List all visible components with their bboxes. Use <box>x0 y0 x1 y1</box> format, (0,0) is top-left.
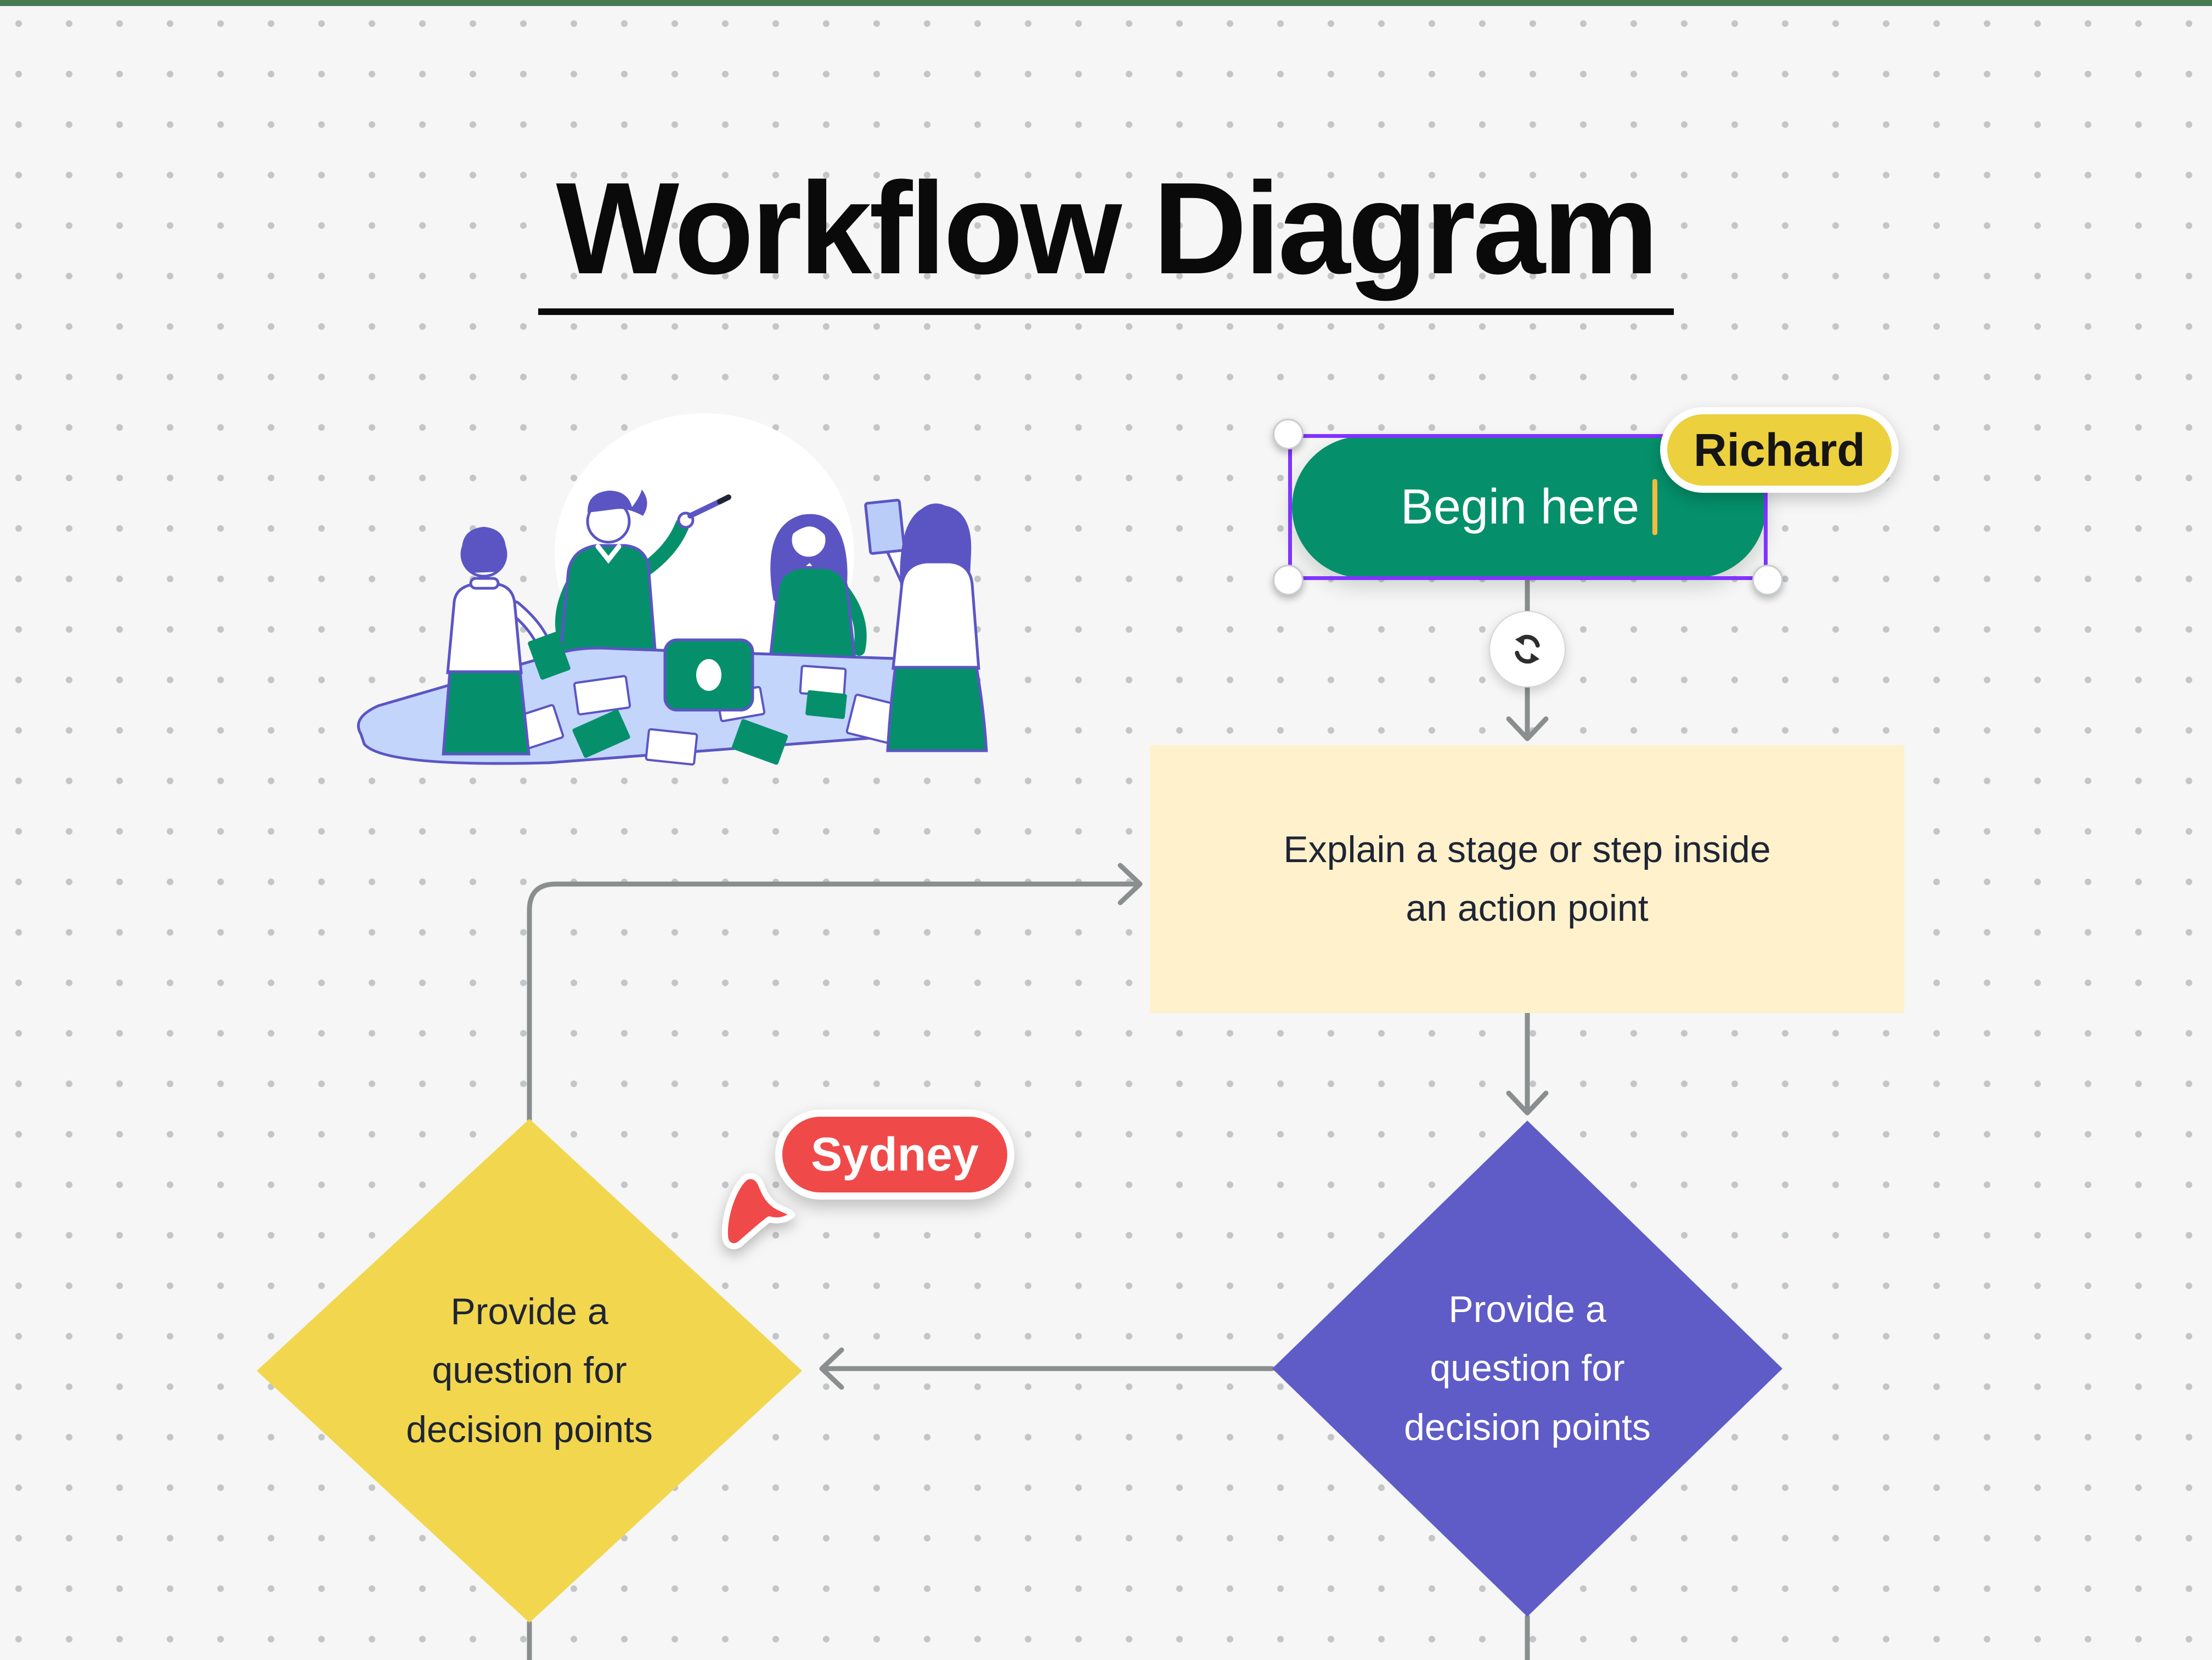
start-node[interactable]: Begin here <box>1292 436 1766 578</box>
person-back-left <box>442 527 571 756</box>
text-cursor <box>1652 479 1658 535</box>
action-node-shape[interactable] <box>1150 745 1904 1013</box>
collaborator-cursor-icon <box>721 1173 795 1250</box>
person-back-right <box>864 498 988 752</box>
arrowhead-down-icon <box>1506 716 1549 741</box>
arrowhead-down-icon <box>1506 1090 1549 1116</box>
selection-handle-bottom-right[interactable] <box>1752 565 1783 595</box>
collaborator-badge-richard: Richard <box>1660 407 1899 493</box>
laptop <box>663 638 754 712</box>
top-accent-bar <box>0 0 2212 6</box>
arrowhead-left-icon <box>819 1347 844 1390</box>
start-node-label: Begin here <box>1400 479 1640 534</box>
sync-icon <box>1515 634 1540 664</box>
selection-handle-top-left[interactable] <box>1273 419 1304 449</box>
person-long-hair <box>769 514 867 660</box>
selection-handle-bottom-left[interactable] <box>1273 565 1304 595</box>
collaborator-badge-sydney: Sydney <box>775 1110 1014 1200</box>
connector-decision-to-action <box>527 881 1142 1122</box>
selection-box <box>1288 434 1768 580</box>
team-collaboration-illustration <box>357 413 988 766</box>
page-title-text: Workflow Diagram <box>538 164 1674 315</box>
decision-node-right-shape[interactable] <box>1272 1121 1782 1617</box>
connector-lines <box>527 577 1549 1660</box>
arrowhead-right-icon <box>1118 863 1143 905</box>
decision-node-left-shape[interactable] <box>257 1119 802 1623</box>
sync-button[interactable] <box>1489 611 1566 688</box>
person-with-pen <box>555 489 731 665</box>
green-cards <box>572 690 847 765</box>
page-title: Workflow Diagram <box>0 164 2212 315</box>
